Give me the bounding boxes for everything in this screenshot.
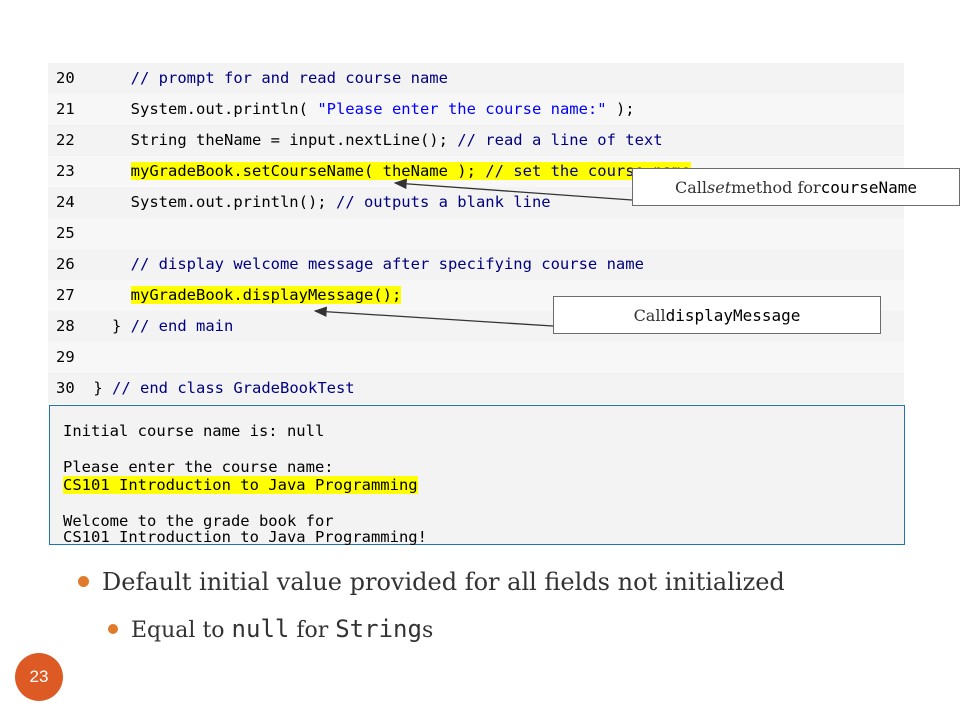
- line-number: 20: [56, 69, 75, 87]
- code-indent: [84, 69, 131, 87]
- code-indent: [84, 162, 131, 180]
- output-line-initial: Initial course name is: null: [63, 422, 325, 440]
- code-token-code: String theName = input.nextLine();: [130, 131, 458, 149]
- callout-display-message: Call displayMessage: [553, 296, 881, 334]
- slide-number-badge: 23: [15, 653, 63, 701]
- code-indent: [84, 193, 131, 211]
- callout-display-prefix: Call: [633, 305, 666, 325]
- code-indent: [84, 131, 131, 149]
- bullet-2-null: null: [231, 615, 290, 643]
- code-token-code: System.out.println(: [130, 100, 318, 118]
- code-token-comment: // end main: [130, 317, 234, 335]
- program-output: Initial course name is: null Please ente…: [49, 405, 905, 546]
- bullet-null-strings: Equal to null for Strings: [108, 615, 433, 643]
- code-token-code: );: [606, 100, 635, 118]
- code-indent: [84, 379, 93, 397]
- line-number: 25: [56, 224, 75, 242]
- code-text: System.out.println( "Please enter the co…: [84, 94, 635, 125]
- code-token-code: myGradeBook.displayMessage();: [130, 286, 402, 304]
- code-line: 21 System.out.println( "Please enter the…: [48, 94, 904, 125]
- code-token-comment: // prompt for and read course name: [130, 69, 448, 87]
- callout-display-method: displayMessage: [665, 305, 801, 325]
- code-line: 26 // display welcome message after spec…: [48, 249, 904, 280]
- line-number: 21: [56, 100, 75, 118]
- code-indent: [84, 255, 131, 273]
- output-line-welcome: Welcome to the grade book for: [63, 512, 334, 530]
- callout-set-method: Call set method for courseName: [632, 168, 960, 206]
- code-line: 20 // prompt for and read course name: [48, 63, 904, 94]
- code-line: 22 String theName = input.nextLine(); //…: [48, 125, 904, 156]
- code-line: 27 myGradeBook.displayMessage();: [48, 280, 904, 311]
- code-token-comment: // end class GradeBookTest: [112, 379, 355, 397]
- code-token-string: "Please enter the course name:": [317, 100, 607, 118]
- bullet-2-suffix: s: [421, 618, 434, 643]
- code-token-code: }: [112, 317, 131, 335]
- code-token-comment: // outputs a blank line: [335, 193, 551, 211]
- line-number: 29: [56, 348, 75, 366]
- bullet-dot-icon: [78, 576, 89, 587]
- bullet-2-pre: Equal to: [131, 618, 232, 643]
- line-number: 26: [56, 255, 75, 273]
- code-token-code: myGradeBook.setCourseName( theName );: [130, 162, 486, 180]
- bullet-default-value: Default initial value provided for all f…: [78, 568, 785, 596]
- code-line: 28 } // end main: [48, 311, 904, 342]
- callout-set-em: set: [707, 177, 732, 197]
- code-token-comment: // read a line of text: [457, 131, 663, 149]
- line-number: 22: [56, 131, 75, 149]
- bullet-2-mid: for: [289, 618, 336, 643]
- code-indent: [84, 100, 131, 118]
- code-text: // prompt for and read course name: [84, 63, 448, 94]
- code-text: } // end main: [84, 311, 233, 342]
- code-token-code: System.out.println();: [130, 193, 336, 211]
- callout-set-field: courseName: [820, 177, 917, 197]
- callout-set-prefix: Call: [675, 177, 708, 197]
- code-text: } // end class GradeBookTest: [84, 373, 355, 404]
- callout-set-middle: method for: [731, 177, 821, 197]
- code-text: myGradeBook.setCourseName( theName ); //…: [84, 156, 691, 187]
- output-line-prompt: Please enter the course name:: [63, 458, 334, 476]
- line-number: 24: [56, 193, 75, 211]
- bullet-2-string: String: [335, 615, 422, 643]
- code-line: 29: [48, 342, 904, 373]
- code-text: myGradeBook.displayMessage();: [84, 280, 402, 311]
- code-token-comment: // display welcome message after specify…: [130, 255, 644, 273]
- code-line: 25: [48, 218, 904, 249]
- bullet-1-text: Default initial value provided for all f…: [102, 568, 785, 596]
- line-number: 30: [56, 379, 75, 397]
- line-number: 27: [56, 286, 75, 304]
- code-text: String theName = input.nextLine(); // re…: [84, 125, 663, 156]
- bullet-dot-icon: [108, 624, 118, 634]
- line-number: 23: [56, 162, 75, 180]
- code-text: // display welcome message after specify…: [84, 249, 644, 280]
- output-line-course: CS101 Introduction to Java Programming!: [63, 528, 427, 546]
- code-line: 30 } // end class GradeBookTest: [48, 373, 904, 404]
- code-indent: [84, 317, 112, 335]
- code-token-code: }: [93, 379, 113, 397]
- output-line-user-input: CS101 Introduction to Java Programming: [63, 476, 418, 494]
- line-number: 28: [56, 317, 75, 335]
- code-text: System.out.println(); // outputs a blank…: [84, 187, 551, 218]
- code-indent: [84, 286, 131, 304]
